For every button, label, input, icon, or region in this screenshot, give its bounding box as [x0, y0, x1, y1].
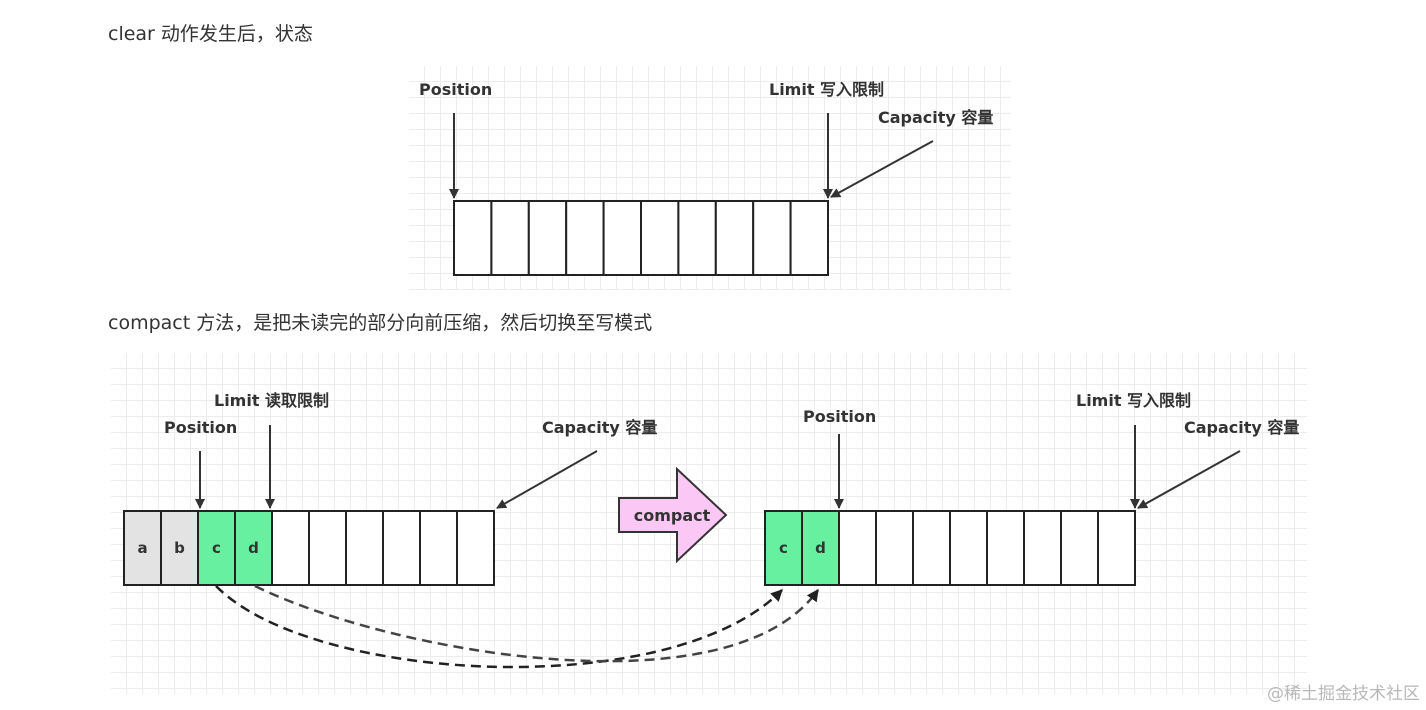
buffer-cell-empty — [602, 200, 643, 276]
buffer-cell-empty — [949, 510, 988, 586]
buffer-cell-text: c — [779, 539, 788, 557]
caption-compact-method: compact 方法，是把未读完的部分向前压缩，然后切换至写模式 — [108, 312, 653, 334]
after-position-label: Position — [803, 407, 876, 426]
after-capacity-arrow — [1137, 450, 1241, 509]
after-capacity-label: Capacity 容量 — [1184, 418, 1299, 437]
buffer-cell-empty — [527, 200, 568, 276]
position-label: Position — [419, 80, 492, 99]
watermark: @稀土掘金技术社区 — [1267, 684, 1420, 704]
caption-clear-state: clear 动作发生后，状态 — [108, 23, 313, 45]
buffer-cell-empty — [382, 510, 421, 586]
before-limit-label: Limit 读取限制 — [214, 391, 329, 410]
buffer-cell-empty — [456, 510, 495, 586]
buffer-cells — [453, 200, 830, 276]
buffer-cell-empty — [714, 200, 755, 276]
buffer-cell-empty — [789, 200, 830, 276]
buffer-cell-empty — [1060, 510, 1099, 586]
buffer-cell-empty — [1097, 510, 1136, 586]
buffer-cell-empty — [986, 510, 1025, 586]
buffer-cell-empty — [875, 510, 914, 586]
capacity-arrow — [830, 140, 934, 198]
move-c-curve — [215, 585, 783, 669]
move-d-curve — [254, 584, 820, 663]
buffer-cell-empty — [912, 510, 951, 586]
buffer-cell-empty — [677, 200, 717, 276]
buffer-cell-text: c — [212, 539, 221, 557]
buffer-cell-empty — [838, 510, 877, 586]
compact-arrow — [618, 466, 728, 564]
buffer-cell-empty — [1023, 510, 1062, 586]
before-position-label: Position — [164, 418, 237, 437]
buffer-cell-empty — [752, 200, 792, 276]
buffer-cell-text: a — [137, 539, 147, 557]
buffer-before-cells: a b c d — [123, 510, 495, 586]
buffer-cell-unread — [234, 510, 273, 586]
clear-state-diagram: Position Limit 写入限制 Capacity 容量 — [409, 66, 1011, 290]
buffer-cell-unread — [197, 510, 236, 586]
buffer-cell-text: d — [815, 539, 826, 557]
before-capacity-arrow — [496, 450, 598, 509]
buffer-cell-empty — [453, 200, 493, 276]
buffer-cell-text: d — [248, 539, 259, 557]
compact-arrow-label: compact — [634, 506, 711, 525]
buffer-cell-empty — [640, 200, 680, 276]
after-limit-label: Limit 写入限制 — [1076, 391, 1191, 410]
buffer-cell-text: b — [174, 539, 185, 557]
limit-label: Limit 写入限制 — [769, 80, 884, 99]
buffer-cell-empty — [308, 510, 347, 586]
capacity-label: Capacity 容量 — [878, 108, 993, 127]
buffer-cell-empty — [345, 510, 384, 586]
buffer-cell-empty — [271, 510, 310, 586]
buffer-cell-empty — [419, 510, 458, 586]
buffer-cell-unread — [801, 510, 840, 586]
buffer-cell-empty — [490, 200, 530, 276]
buffer-cell-empty — [565, 200, 605, 276]
before-capacity-label: Capacity 容量 — [542, 418, 657, 437]
clear-state-svg: Position Limit 写入限制 Capacity 容量 — [419, 80, 993, 276]
